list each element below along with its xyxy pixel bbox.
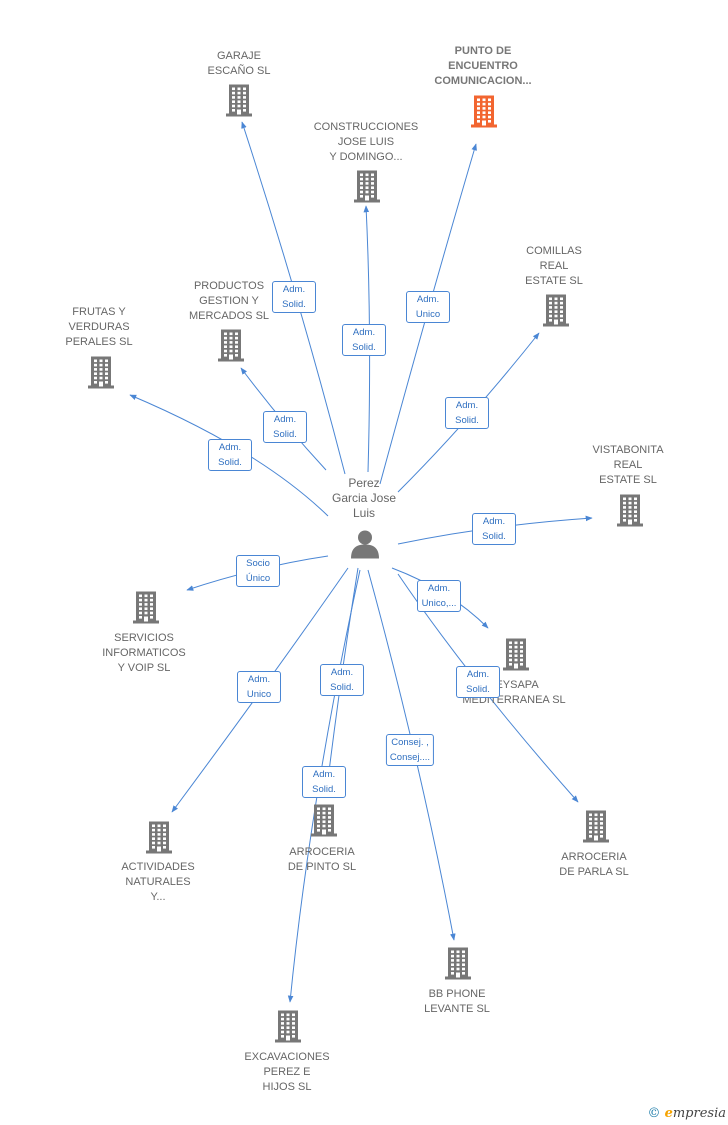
- company-label[interactable]: CONSTRUCCIONES JOSE LUIS Y DOMINGO...: [313, 121, 419, 163]
- company-label[interactable]: SERVICIOS INFORMATICOS Y VOIP SL: [102, 632, 186, 674]
- relation-label[interactable]: Adm. Unico: [406, 291, 450, 323]
- building-icon[interactable]: [309, 803, 339, 842]
- relation-label[interactable]: Adm. Solid.: [208, 439, 252, 471]
- building-icon-svg: [88, 356, 114, 389]
- building-icon-svg: [275, 1010, 301, 1043]
- relation-label[interactable]: Consej. , Consej....: [385, 734, 435, 766]
- building-icon[interactable]: [216, 328, 246, 367]
- relation-label[interactable]: Adm. Solid.: [272, 281, 316, 313]
- building-icon-svg: [226, 84, 252, 117]
- building-icon[interactable]: [443, 946, 473, 985]
- building-icon[interactable]: [144, 820, 174, 859]
- company-label[interactable]: ARROCERIA DE PINTO SL: [287, 846, 357, 873]
- building-icon-svg: [503, 638, 529, 671]
- relation-label[interactable]: Adm. Solid.: [342, 324, 386, 356]
- building-icon[interactable]: [469, 94, 499, 133]
- building-icon[interactable]: [615, 493, 645, 532]
- copyright-icon: ©: [647, 1106, 661, 1121]
- building-icon[interactable]: [86, 355, 116, 394]
- building-icon-svg: [133, 591, 159, 624]
- company-label[interactable]: VISTABONITA REAL ESTATE SL: [592, 444, 664, 486]
- building-icon-svg: [543, 294, 569, 327]
- building-icon-svg: [583, 810, 609, 843]
- building-icon[interactable]: [273, 1009, 303, 1048]
- company-label[interactable]: BB PHONE LEVANTE SL: [424, 988, 490, 1015]
- building-icon[interactable]: [224, 83, 254, 122]
- company-label[interactable]: GARAJE ESCAÑO SL: [207, 50, 271, 77]
- company-label[interactable]: EXCAVACIONES PEREZ E HIJOS SL: [244, 1051, 330, 1093]
- building-icon-svg: [445, 947, 471, 980]
- brand-name: mpresia: [672, 1106, 726, 1121]
- building-icon[interactable]: [501, 637, 531, 676]
- person-label: Perez Garcia Jose Luis: [331, 476, 397, 520]
- building-icon-svg: [311, 804, 337, 837]
- company-label[interactable]: PUNTO DE ENCUENTRO COMUNICACION...: [434, 45, 532, 87]
- person-icon[interactable]: [350, 529, 380, 564]
- building-icon[interactable]: [352, 169, 382, 208]
- company-label[interactable]: FRUTAS Y VERDURAS PERALES SL: [65, 306, 133, 348]
- company-label[interactable]: ACTIVIDADES NATURALES Y...: [121, 861, 195, 903]
- footer-brand: © empresia: [647, 1106, 726, 1121]
- relation-label[interactable]: Socio Único: [236, 555, 280, 587]
- relation-label[interactable]: Adm. Solid.: [320, 664, 364, 696]
- company-label[interactable]: PRODUCTOS GESTION Y MERCADOS SL: [188, 280, 270, 322]
- building-icon[interactable]: [541, 293, 571, 332]
- company-label[interactable]: COMILLAS REAL ESTATE SL: [525, 245, 583, 287]
- relation-label[interactable]: Adm. Solid.: [302, 766, 346, 798]
- building-icon-svg: [218, 329, 244, 362]
- building-icon-svg: [471, 95, 497, 128]
- relation-label[interactable]: Adm. Solid.: [263, 411, 307, 443]
- company-label[interactable]: ARROCERIA DE PARLA SL: [559, 851, 629, 878]
- relation-label[interactable]: Adm. Solid.: [456, 666, 500, 698]
- relation-label[interactable]: Adm. Unico,...: [417, 580, 461, 612]
- relation-label[interactable]: Adm. Unico: [237, 671, 281, 703]
- building-icon-svg: [617, 494, 643, 527]
- relation-label[interactable]: Adm. Solid.: [472, 513, 516, 545]
- brand-initial: e: [664, 1106, 673, 1121]
- building-icon[interactable]: [581, 809, 611, 848]
- building-icon[interactable]: [131, 590, 161, 629]
- building-icon-svg: [146, 821, 172, 854]
- relation-label[interactable]: Adm. Solid.: [445, 397, 489, 429]
- building-icon-svg: [354, 170, 380, 203]
